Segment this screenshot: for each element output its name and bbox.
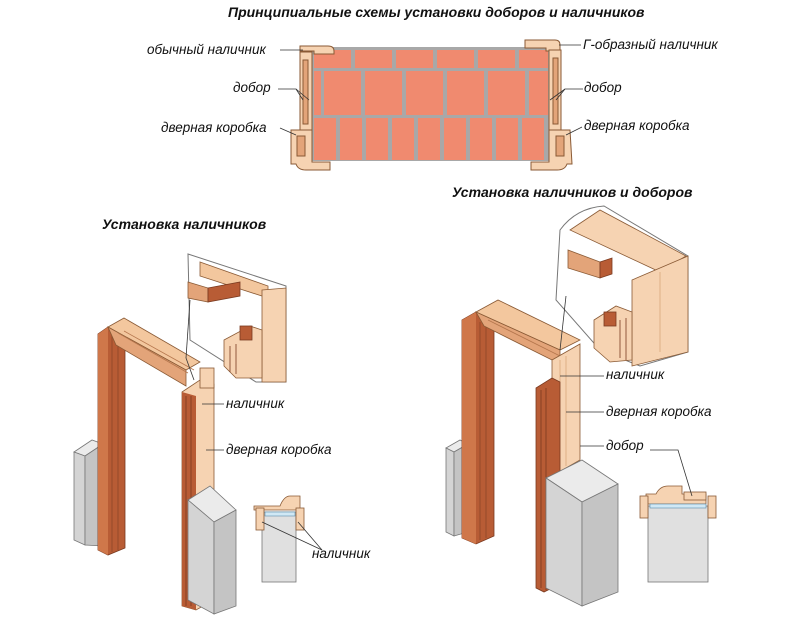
left-section-title: Установка наличников — [102, 216, 267, 232]
brick — [519, 50, 548, 68]
brick — [470, 118, 492, 160]
right-magnifier-detail — [555, 205, 689, 367]
brick — [488, 71, 525, 115]
right-leader-lines — [560, 375, 604, 447]
brick — [522, 118, 544, 160]
label-left-casing: наличник — [226, 396, 285, 411]
brick — [396, 50, 433, 68]
brick — [355, 50, 392, 68]
brick — [340, 118, 362, 160]
label-casing-regular: обычный наличник — [147, 42, 266, 57]
brick — [366, 118, 388, 160]
brick — [418, 118, 440, 160]
label-frame-right: дверная коробка — [584, 118, 690, 133]
brick — [444, 118, 466, 160]
right-section-title: Установка наличников и доборов — [452, 184, 693, 200]
brick — [529, 71, 548, 115]
right-frame-profile — [524, 39, 573, 171]
top-leader-lines — [278, 44, 583, 136]
label-right-frame: дверная коробка — [606, 404, 712, 419]
label-frame-left: дверная коробка — [161, 120, 267, 135]
left-magnifier-detail — [185, 253, 287, 383]
label-left-casing-bottom: наличник — [312, 546, 371, 561]
brick — [447, 71, 484, 115]
brick — [437, 50, 474, 68]
label-left-frame: дверная коробка — [226, 442, 332, 457]
brick — [392, 118, 414, 160]
brick-wall — [311, 47, 551, 161]
main-title: Принципиальные схемы установки доборов и… — [228, 4, 645, 20]
right-profile-section — [639, 449, 717, 583]
left-profile-section — [253, 495, 323, 583]
right-door-assembly — [445, 299, 619, 607]
brick — [406, 71, 443, 115]
left-leader-lines — [202, 403, 224, 451]
left-frame-profile — [290, 45, 335, 171]
label-extension-right: добор — [584, 80, 622, 95]
left-door-assembly — [73, 317, 237, 615]
label-casing-l-shaped: Г-образный наличник — [583, 37, 718, 52]
brick — [324, 71, 361, 115]
brick — [478, 50, 515, 68]
brick — [365, 71, 402, 115]
label-right-casing: наличник — [606, 367, 665, 382]
label-right-extension: добор — [606, 438, 644, 453]
label-extension-left: добор — [233, 80, 271, 95]
brick — [496, 118, 518, 160]
brick — [314, 118, 336, 160]
brick — [314, 71, 321, 115]
